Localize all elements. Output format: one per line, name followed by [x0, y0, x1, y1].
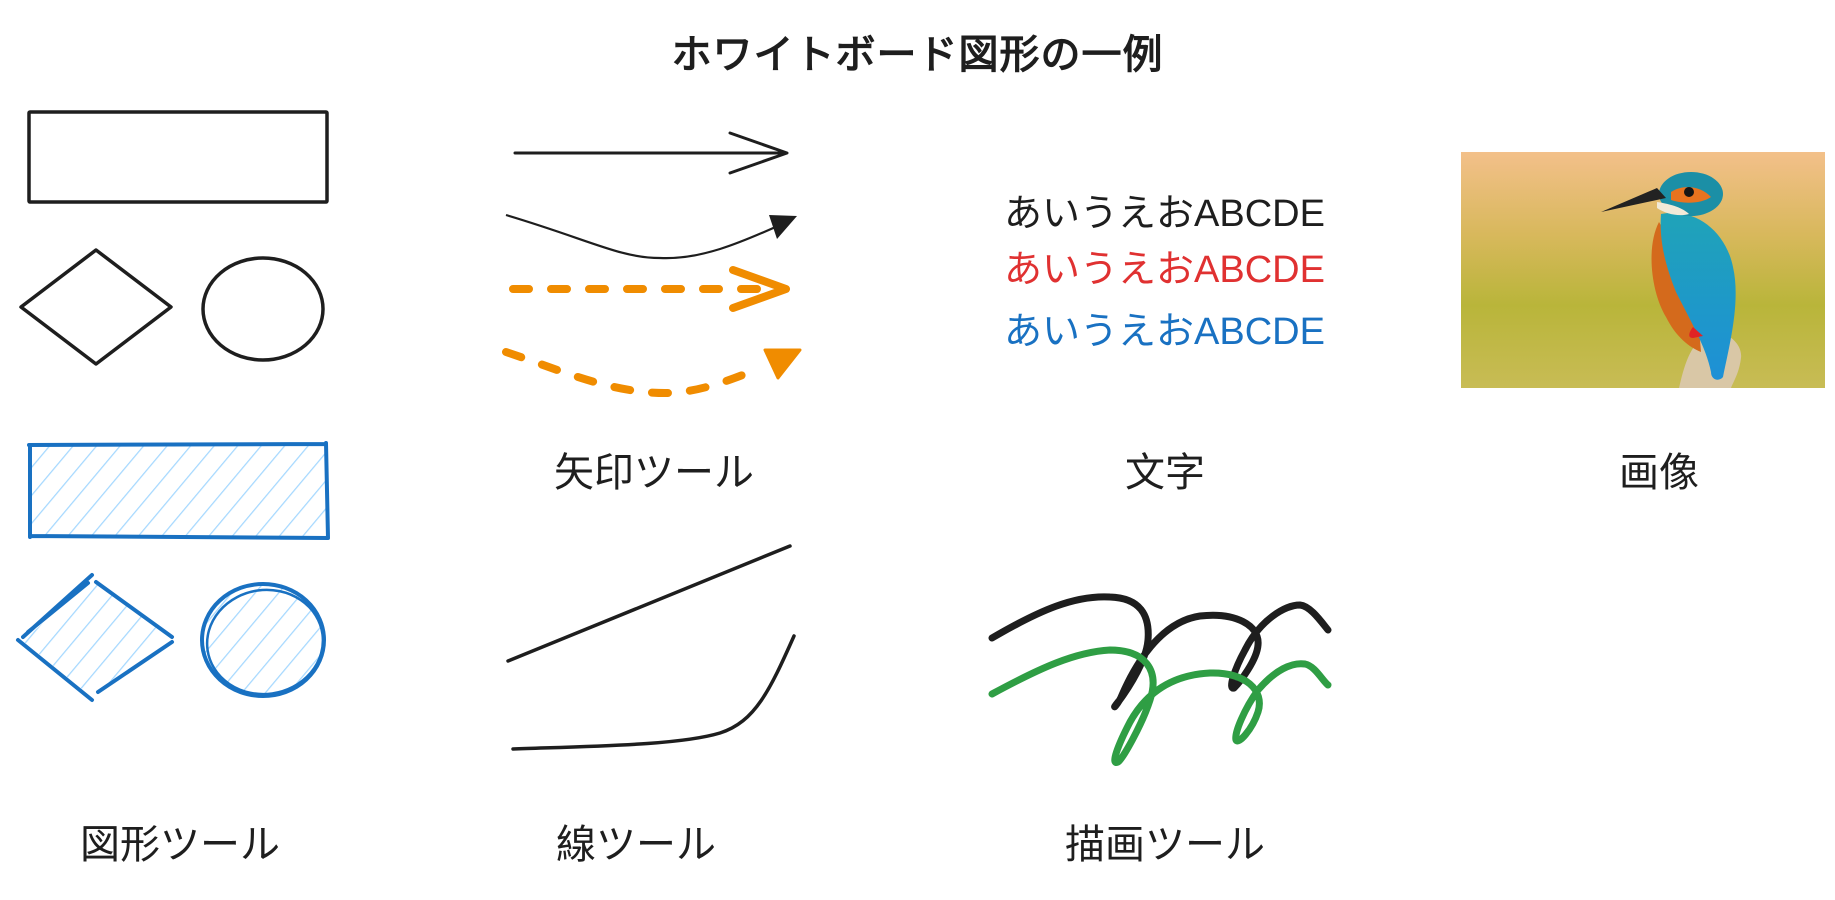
- arrows-group: [502, 131, 802, 398]
- page-title: ホワイトボード図形の一例: [671, 32, 1164, 78]
- curved-line[interactable]: [511, 634, 796, 751]
- lines-group: [506, 544, 796, 751]
- draw-group: [988, 593, 1332, 766]
- rectangle-shape[interactable]: [27, 110, 329, 204]
- text-sample-blue[interactable]: あいうえおABCDE: [1004, 311, 1325, 353]
- straight-line[interactable]: [506, 544, 792, 663]
- hatched-rectangle-shape[interactable]: [30, 446, 328, 537]
- text-sample-black[interactable]: あいうえおABCDE: [1004, 193, 1325, 235]
- arrow-tool-label: 矢印ツール: [554, 450, 754, 496]
- shapes-group-plain: [19, 110, 329, 366]
- freehand-stroke-green[interactable]: [988, 646, 1332, 766]
- line-tool-label: 線ツール: [556, 822, 716, 868]
- text-sample-red[interactable]: あいうえおABCDE: [1004, 249, 1325, 291]
- freehand-stroke-black[interactable]: [988, 593, 1332, 711]
- shapes-group-hatched: [16, 441, 330, 702]
- curved-dashed-arrow-orange[interactable]: [502, 348, 802, 398]
- diamond-shape[interactable]: [19, 248, 173, 366]
- kingfisher-image[interactable]: [1461, 152, 1825, 388]
- dashed-arrow-orange[interactable]: [509, 266, 790, 312]
- ellipse-shape[interactable]: [201, 256, 325, 362]
- straight-arrow[interactable]: [513, 131, 789, 175]
- shape-tool-label: 図形ツール: [80, 822, 280, 868]
- text-tool-label: 文字: [1125, 450, 1205, 496]
- image-tool-label: 画像: [1619, 450, 1699, 496]
- hatched-diamond-shape[interactable]: [16, 573, 174, 702]
- curved-arrow-triangle-head[interactable]: [505, 213, 797, 260]
- draw-tool-label: 描画ツール: [1065, 822, 1265, 868]
